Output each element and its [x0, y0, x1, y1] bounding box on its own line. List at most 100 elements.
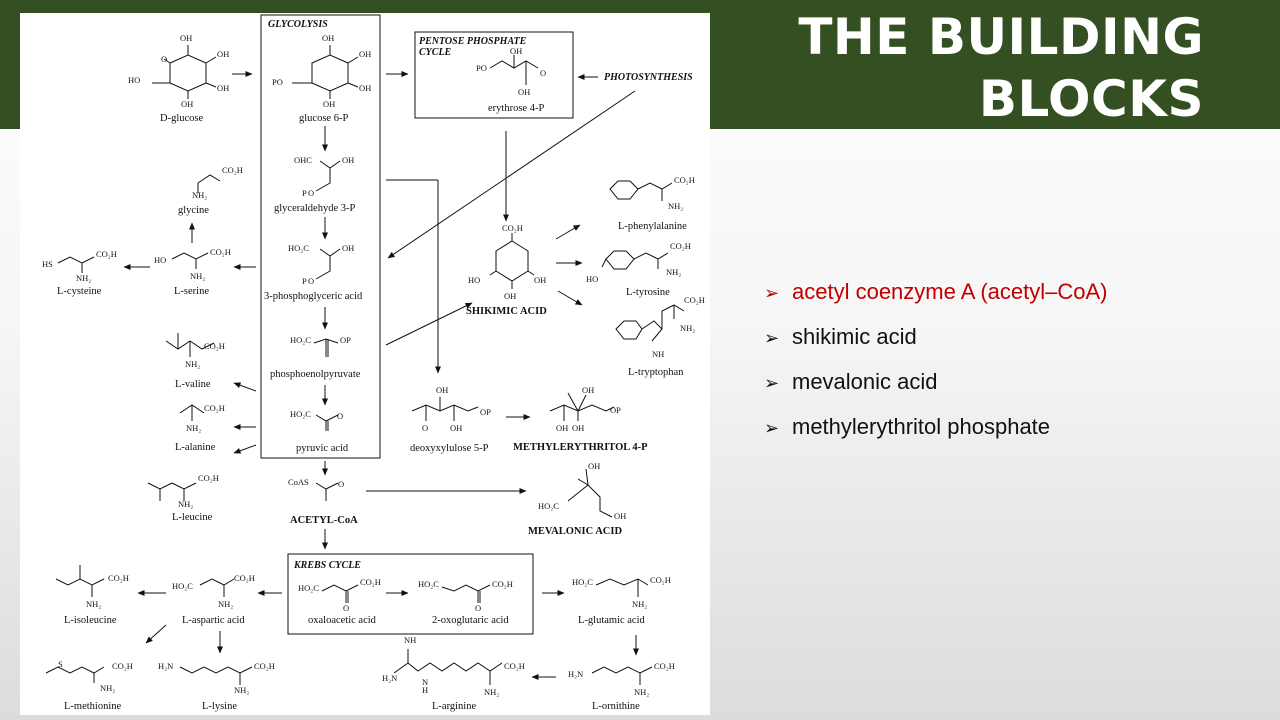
label-arginine: L-arginine [432, 701, 476, 712]
svg-text:HO₂C: HO₂C [418, 579, 439, 589]
svg-text:CO₂H: CO₂H [198, 473, 219, 483]
bullet-arrow-icon: ➢ [764, 373, 780, 394]
arrow-to-valine [233, 382, 257, 392]
svg-text:P: P [302, 188, 307, 198]
svg-text:HO₂C: HO₂C [290, 409, 311, 419]
svg-text:NH₂: NH₂ [100, 683, 115, 693]
aspartic-structure: HO₂C CO₂H NH₂ [172, 573, 255, 609]
arrow-pep-to-shikimic [385, 302, 473, 346]
arrow-photosynthesis-to-pga [387, 90, 636, 259]
svg-text:O: O [337, 411, 343, 421]
isoleucine-structure: CO₂H NH₂ [55, 565, 129, 609]
svg-text:CO₂H: CO₂H [254, 661, 275, 671]
svg-text:OHC: OHC [294, 155, 312, 165]
mep-structure: OH OH OH OP [549, 385, 621, 433]
bullet-methylerythritol-phosphate: ➢methylerythritol phosphate [764, 405, 1264, 450]
svg-text:NH₂: NH₂ [634, 687, 649, 697]
svg-text:O: O [475, 603, 481, 613]
svg-text:HO: HO [154, 255, 166, 265]
label-glucose-6p: glucose 6-P [299, 113, 348, 124]
svg-text:NH: NH [404, 635, 416, 645]
erythrose-4p-structure: OH PO O OH [476, 46, 546, 97]
svg-text:NH₂: NH₂ [190, 271, 205, 281]
title-line-2: BLOCKS [978, 70, 1204, 128]
label-glutamic: L-glutamic acid [578, 615, 646, 626]
svg-text:OP: OP [610, 405, 621, 415]
dxp-structure: O OH OH OP [411, 385, 491, 433]
svg-text:OH: OH [582, 385, 594, 395]
label-phenylalanine: L-phenylalanine [618, 221, 687, 232]
pep-structure: HO₂C OP [290, 335, 351, 357]
cysteine-structure: HS CO₂H NH₂ [42, 249, 117, 283]
svg-text:O: O [308, 276, 314, 286]
label-oxaloacetic: oxaloacetic acid [308, 615, 377, 626]
svg-text:H₂N: H₂N [158, 661, 173, 671]
tyrosine-structure: CO₂H HO NH₂ [586, 241, 691, 284]
acetyl-coa-structure: CoAS O [288, 477, 344, 501]
svg-text:OH: OH [322, 33, 334, 43]
svg-text:CO₂H: CO₂H [222, 165, 243, 175]
building-blocks-list: ➢acetyl coenzyme A (acetyl–CoA) ➢shikimi… [764, 270, 1264, 450]
caption-shikimic: SHIKIMIC ACID [466, 306, 547, 317]
svg-text:O: O [540, 68, 546, 78]
label-pyruvic: pyruvic acid [296, 443, 349, 454]
krebs-header: KREBS CYCLE [293, 560, 361, 571]
svg-text:HO₂C: HO₂C [288, 243, 309, 253]
svg-text:OH: OH [518, 87, 530, 97]
svg-text:HO₂C: HO₂C [172, 581, 193, 591]
svg-text:HO₂C: HO₂C [298, 583, 319, 593]
svg-text:CO₂H: CO₂H [654, 661, 675, 671]
arrow-shikimic-to-trp [557, 290, 583, 306]
svg-text:NH₂: NH₂ [680, 323, 695, 333]
svg-text:HO: HO [128, 75, 140, 85]
bullet-arrow-icon: ➢ [764, 283, 780, 304]
svg-text:O: O [338, 479, 344, 489]
arrow-shikimic-to-phe [555, 224, 581, 240]
svg-text:CO₂H: CO₂H [670, 241, 691, 251]
g3p-structure: OHC OH P O [294, 155, 354, 198]
oxoglutaric-structure: HO₂C CO₂H O [418, 579, 513, 613]
pentose-header: PENTOSE PHOSPHATE [419, 36, 527, 47]
label-d-glucose: D-glucose [160, 113, 203, 124]
svg-text:HS: HS [42, 259, 53, 269]
alanine-structure: CO₂H NH₂ [179, 403, 225, 433]
arrow-aspartic-to-methionine [145, 624, 167, 644]
svg-text:CO₂H: CO₂H [96, 249, 117, 259]
caption-acetyl-coa: ACETYL-CoA [290, 515, 358, 526]
svg-text:CO₂H: CO₂H [650, 575, 671, 585]
leucine-structure: CO₂H NH₂ [147, 473, 219, 509]
svg-text:OH: OH [217, 49, 229, 59]
svg-text:HO₂C: HO₂C [538, 501, 559, 511]
title-line-1: THE BUILDING [798, 8, 1204, 66]
svg-text:CoAS: CoAS [288, 477, 309, 487]
svg-text:HO: HO [468, 275, 480, 285]
label-dxp: deoxyxylulose 5-P [410, 443, 489, 454]
svg-text:OH: OH [572, 423, 584, 433]
label-pga: 3-phosphoglyceric acid [264, 291, 363, 302]
svg-text:CO₂H: CO₂H [360, 577, 381, 587]
svg-text:HO: HO [586, 274, 598, 284]
glycine-structure: CO₂H NH₂ [192, 165, 243, 200]
svg-text:NH₂: NH₂ [484, 687, 499, 697]
label-oxoglutaric: 2-oxoglutaric acid [432, 615, 509, 626]
caption-mevalonic: MEVALONIC ACID [528, 526, 622, 537]
svg-text:CO₂H: CO₂H [492, 579, 513, 589]
svg-text:CO₂H: CO₂H [210, 247, 231, 257]
d-glucose-structure: OH OH OH OH HO O [128, 33, 229, 109]
svg-text:OH: OH [556, 423, 568, 433]
label-ornithine: L-ornithine [592, 701, 640, 712]
pentose-header-2: CYCLE [419, 47, 452, 58]
label-alanine: L-alanine [175, 442, 216, 453]
pentose-box [414, 31, 574, 119]
svg-text:OP: OP [340, 335, 351, 345]
svg-text:CO₂H: CO₂H [204, 403, 225, 413]
svg-text:NH₂: NH₂ [192, 190, 207, 200]
ornithine-structure: H₂N CO₂H NH₂ [568, 661, 675, 697]
svg-text:S: S [58, 659, 63, 669]
arrow-to-leucine [233, 444, 257, 454]
svg-text:OH: OH [436, 385, 448, 395]
svg-text:OH: OH [534, 275, 546, 285]
svg-text:O: O [422, 423, 428, 433]
glucose-6p-structure: OH OH OH OH PO [272, 33, 371, 109]
svg-text:OH: OH [180, 33, 192, 43]
